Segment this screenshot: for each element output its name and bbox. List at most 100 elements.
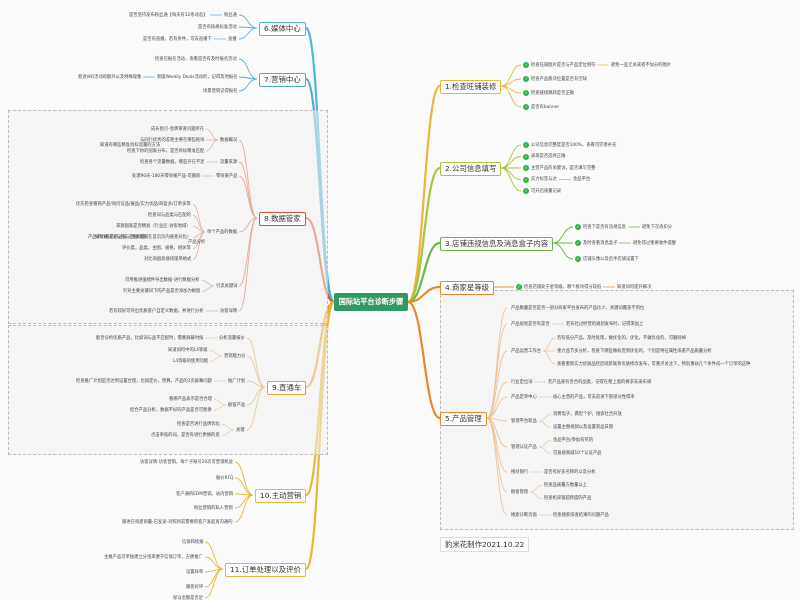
leaf-node[interactable]: 是否有好多名称的以及分析 bbox=[544, 469, 596, 475]
leaf-node[interactable]: 检查品质量方数量以上 bbox=[544, 483, 587, 488]
sub-node[interactable]: 产品数量是否是否一部分商家平台发布的产品比少，关键词覆盖不到位 bbox=[511, 305, 645, 311]
leaf-node[interactable]: 检查各个流量数据，哪些存在不足 bbox=[140, 159, 205, 165]
sub-node[interactable]: 是否有banner bbox=[531, 104, 560, 110]
sub-node[interactable]: 访客详情 bbox=[220, 308, 238, 314]
leaf-node[interactable]: 点击率低的词，是否有进行更换的思 bbox=[151, 433, 220, 438]
sub-node[interactable]: 场景营销记得报名 bbox=[203, 88, 238, 94]
sub-node[interactable]: 实力标签与达 bbox=[531, 177, 557, 182]
branch-node-7[interactable]: 7.营销中心 bbox=[259, 73, 306, 87]
leaf-node[interactable]: 访客详情-访客营销，每个子账号20次可营销机会 bbox=[140, 459, 233, 465]
leaf-node[interactable]: 检查下你的国家分布，是否目标精准匹配 bbox=[127, 148, 205, 154]
sub-node[interactable]: 直播 bbox=[228, 36, 237, 42]
leaf-node[interactable]: 金品平台 bbox=[573, 177, 591, 182]
sub-node[interactable]: 公司信息完整度是否100%，查看可完善补充 bbox=[531, 142, 617, 148]
leaf-node[interactable]: 若产品查有否合的品类，记得在粗上面的要求去发布调 bbox=[548, 379, 652, 385]
sub-node[interactable]: 检查产品板块位置是否有空缺 bbox=[531, 76, 587, 82]
leaf-node[interactable]: 避免错过重要收件提醒 bbox=[633, 240, 676, 246]
leaf-node[interactable]: 结合产品分析，数据不好的产品是否可替换 bbox=[130, 408, 212, 413]
sub-node[interactable]: 关键 bbox=[236, 427, 245, 433]
leaf-node[interactable]: 检查搜索排查结果的问题产品 bbox=[553, 512, 609, 518]
leaf-node[interactable]: 可用推进强绩件导出数据-进行数据分析 bbox=[125, 278, 200, 283]
leaf-node[interactable]: 信保和续报 bbox=[182, 539, 204, 545]
leaf-node[interactable]: 查看重新实力优质品控后续新联系优质修改发布，可重点关注下，特别重站几个条件成一个… bbox=[557, 361, 751, 367]
leaf-node[interactable]: 评价度，品类，主图，规格，相关等 bbox=[122, 246, 191, 251]
leaf-node[interactable]: 主推产品可单独建立分组来便于信保订单，方便推广 bbox=[104, 554, 203, 560]
leaf-node[interactable]: 是否坚持发布粉丝通【每天有12条动态】 bbox=[129, 12, 208, 18]
branch-node-9[interactable]: 9.直通车 bbox=[267, 381, 307, 395]
sub-node[interactable]: 营销能力分 bbox=[224, 353, 246, 359]
sub-node[interactable]: 引流关键词 bbox=[216, 283, 238, 289]
leaf-node[interactable]: 如何解决词与品与匹配问题 bbox=[95, 235, 147, 240]
leaf-node[interactable]: 成长指引-金牌审查问题所在 bbox=[151, 126, 205, 132]
leaf-node[interactable]: 若有低分产品，及时处理，做优化的，优化，不做优化的，可删除掉 bbox=[557, 335, 686, 341]
leaf-node[interactable]: 看哪产品表示是否合理 bbox=[169, 397, 212, 402]
sub-node[interactable]: 搜对银行 bbox=[511, 469, 529, 475]
leaf-node[interactable]: 若有社过经营的规划发布时，记得来加上 bbox=[566, 321, 644, 327]
root-node[interactable]: 国际站平台诊断步骤 bbox=[334, 293, 408, 311]
leaf-node[interactable]: 来源国家是否精准（行业区-访客地域） bbox=[116, 224, 191, 229]
leaf-node[interactable]: 知道如何中的L4等级 bbox=[168, 348, 208, 353]
sub-node[interactable]: 搜索诊断页面 bbox=[511, 512, 537, 518]
sub-node[interactable]: 检查已报名活动，查看是否有及时报名活动 bbox=[155, 56, 237, 62]
sub-node[interactable]: 管理平台新品 bbox=[511, 418, 537, 424]
sub-node[interactable]: 橱窗产品 bbox=[228, 402, 246, 408]
sub-node[interactable]: 店铺头像以及后手店铺设置下 bbox=[583, 256, 639, 262]
sub-node[interactable]: 检查店铺处于星等级，哪个板块得分较低 bbox=[524, 284, 602, 290]
sub-node[interactable]: 检查下是否有违规信息 bbox=[583, 224, 626, 230]
sub-node[interactable]: 单个产品的数据 bbox=[207, 229, 238, 235]
leaf-node[interactable]: 针对主要关键词下的产品是否添加为橱窗 bbox=[123, 289, 201, 294]
sub-node[interactable]: 流量来源 bbox=[220, 159, 238, 165]
leaf-node[interactable]: 核心主营的产品，可去前进下那部分性得率 bbox=[553, 394, 635, 400]
sub-node[interactable]: 产品定单中心 bbox=[511, 394, 537, 400]
sub-node[interactable]: 检查旺铺图片是否与产品定位相符 bbox=[531, 62, 596, 68]
leaf-node[interactable]: 客户通的EDM营销，站内营销 bbox=[176, 491, 233, 497]
branch-node-8[interactable]: 8.数据管家 bbox=[259, 212, 306, 226]
sub-node[interactable]: 主营产品的关键词，是否填写完整 bbox=[531, 165, 596, 171]
sub-node[interactable]: 新版Weekly Deals活动的，记得及时报名 bbox=[157, 74, 238, 80]
leaf-node[interactable]: 是否有按规标准活动 bbox=[198, 24, 237, 30]
leaf-node[interactable]: 检查是否进行品牌优化 bbox=[177, 422, 220, 427]
sub-node[interactable]: 行业定位词 bbox=[511, 379, 533, 385]
leaf-node[interactable]: 检查机采银超跨度的产品 bbox=[544, 496, 592, 501]
branch-node-6[interactable]: 6.媒体中心 bbox=[259, 22, 306, 36]
sub-node[interactable]: 表现是否选择正确 bbox=[531, 154, 566, 159]
leaf-node[interactable]: 保证金额是否足 bbox=[173, 595, 204, 601]
leaf-node[interactable]: L4等级的使用功能 bbox=[173, 359, 209, 364]
leaf-node[interactable]: 与同行优秀的差距主要在哪些板块 bbox=[140, 137, 205, 143]
sub-node[interactable]: 产品规划是否有是否 bbox=[511, 321, 550, 327]
sub-node[interactable]: 可开启质量记录 bbox=[531, 188, 562, 194]
leaf-node[interactable]: 重力品节多分析，检查下哪些做标签到优化的，个别是特征属性或者产品质量分析 bbox=[557, 348, 712, 354]
leaf-node[interactable]: 知道如何提升解决 bbox=[617, 284, 652, 290]
sub-node[interactable]: 产品运营工作台 bbox=[511, 348, 542, 354]
sub-node[interactable]: 分析流量报价 bbox=[219, 335, 245, 341]
leaf-node[interactable]: 优先检查帽商产品/询问证品/展品/实力优品/商盈多/订单多等 bbox=[76, 202, 191, 207]
branch-node-10[interactable]: 10.主动营销 bbox=[255, 489, 307, 503]
leaf-node[interactable]: 对比询盘高搜排版单格式 bbox=[144, 257, 192, 262]
leaf-node[interactable]: 消费电子，典型个护，搜索社合开放 bbox=[553, 412, 622, 417]
leaf-node[interactable]: 跟进在询盘商量-已发送-对照目前需要的客户发起再沟通的 bbox=[122, 519, 233, 525]
leaf-node[interactable]: 知道有哪些精准目标流量的方法 bbox=[100, 143, 161, 148]
leaf-node[interactable]: 检查词与品类与匹配的 bbox=[148, 213, 191, 218]
leaf-node[interactable]: 若有较好可导出优质客户自定义数据，并进行分析 bbox=[109, 308, 204, 314]
leaf-node[interactable]: 报价RFQ bbox=[216, 475, 234, 481]
sub-node[interactable]: 管理认证产品 bbox=[511, 444, 537, 450]
sub-node[interactable]: 推广计划 bbox=[228, 378, 246, 384]
leaf-node[interactable]: 是否有直播，若有条件，可去直播下 bbox=[143, 36, 212, 42]
leaf-node[interactable]: 金品平台/参加有奖的 bbox=[553, 438, 594, 443]
branch-node-4[interactable]: 4.商家星等级 bbox=[440, 281, 495, 295]
leaf-node[interactable]: 检查推广计划是否达到设置合理，比如定价，预算，产品的1页屏幕问题 bbox=[76, 378, 212, 384]
leaf-node[interactable]: 跟客好评 bbox=[186, 584, 204, 590]
branch-node-5[interactable]: 5.产品管理 bbox=[440, 412, 487, 426]
leaf-node[interactable]: 设置主图视频以及设置新品日期 bbox=[553, 425, 614, 430]
leaf-node[interactable]: 避免下次再扣分 bbox=[642, 224, 673, 230]
leaf-node[interactable]: 能否分析优质产品，比如词与品不匹配时，需要屏蔽时候 bbox=[96, 335, 204, 341]
sub-node[interactable]: 检查链接跳转是否正确 bbox=[531, 90, 574, 96]
leaf-node[interactable]: 可直接商城10个认证产品 bbox=[553, 451, 602, 456]
sub-node[interactable]: 数据概况 bbox=[220, 137, 238, 143]
branch-node-2[interactable]: 2.公司信息填写 bbox=[440, 162, 502, 176]
leaf-node[interactable]: 避免一些无关或者不加分的图片 bbox=[611, 62, 672, 68]
leaf-node[interactable]: 粉丝营销的私人营销 bbox=[194, 505, 233, 511]
branch-node-11[interactable]: 11.订单处理以及评价 bbox=[225, 563, 306, 577]
sub-node[interactable]: 及时查看消息盒子 bbox=[583, 240, 618, 246]
leaf-node[interactable]: 处理90天-180天零效果产品-可删除 bbox=[132, 173, 201, 179]
